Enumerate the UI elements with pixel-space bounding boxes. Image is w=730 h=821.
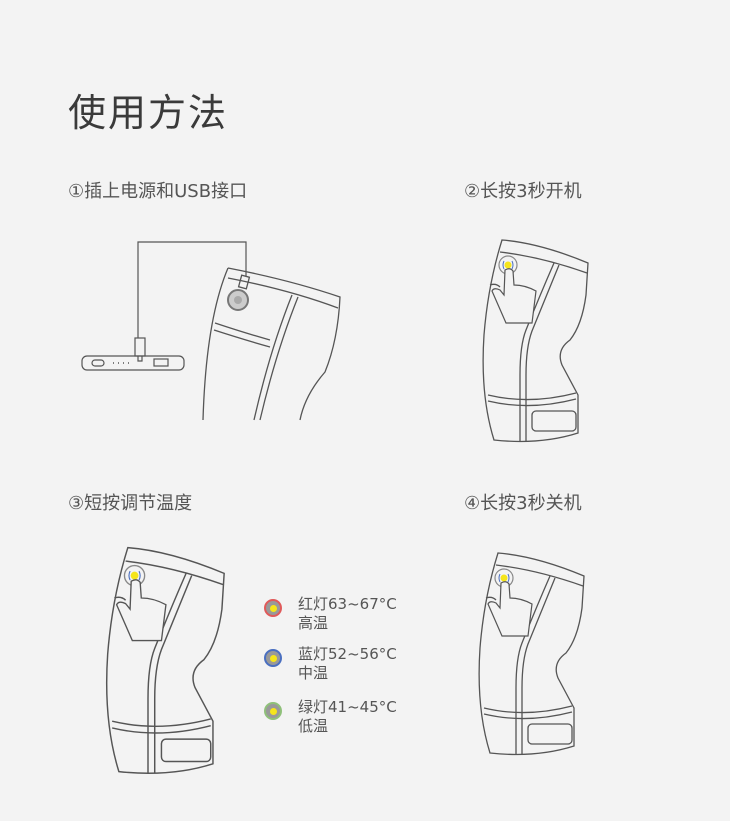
knee-brace-step-1 (202, 267, 341, 421)
knee-brace-step-2 (482, 239, 589, 443)
legend-mid-label: 中温 (298, 664, 329, 682)
step-1-label: ①插上电源和USB接口 (68, 181, 248, 202)
legend-high-temp: 红灯63~67°C (298, 595, 397, 613)
knee-brace-step-3 (105, 546, 225, 774)
step-3-label: ③短按调节温度 (68, 493, 193, 514)
legend-mid-temp: 蓝灯52~56°C (298, 645, 397, 663)
legend-low-label: 低温 (298, 717, 329, 735)
legend-low-temp: 绿灯41~45°C (298, 698, 397, 716)
step-2-label: ②长按3秒开机 (464, 181, 582, 202)
page-title: 使用方法 (68, 91, 229, 135)
green-light-icon (264, 702, 282, 720)
red-light-icon (264, 599, 282, 617)
legend-high-label: 高温 (298, 614, 329, 632)
power-bank-illustration (81, 241, 247, 371)
step-4-label: ④长按3秒关机 (464, 493, 582, 514)
knee-brace-step-4 (478, 552, 585, 756)
blue-light-icon (264, 649, 282, 667)
